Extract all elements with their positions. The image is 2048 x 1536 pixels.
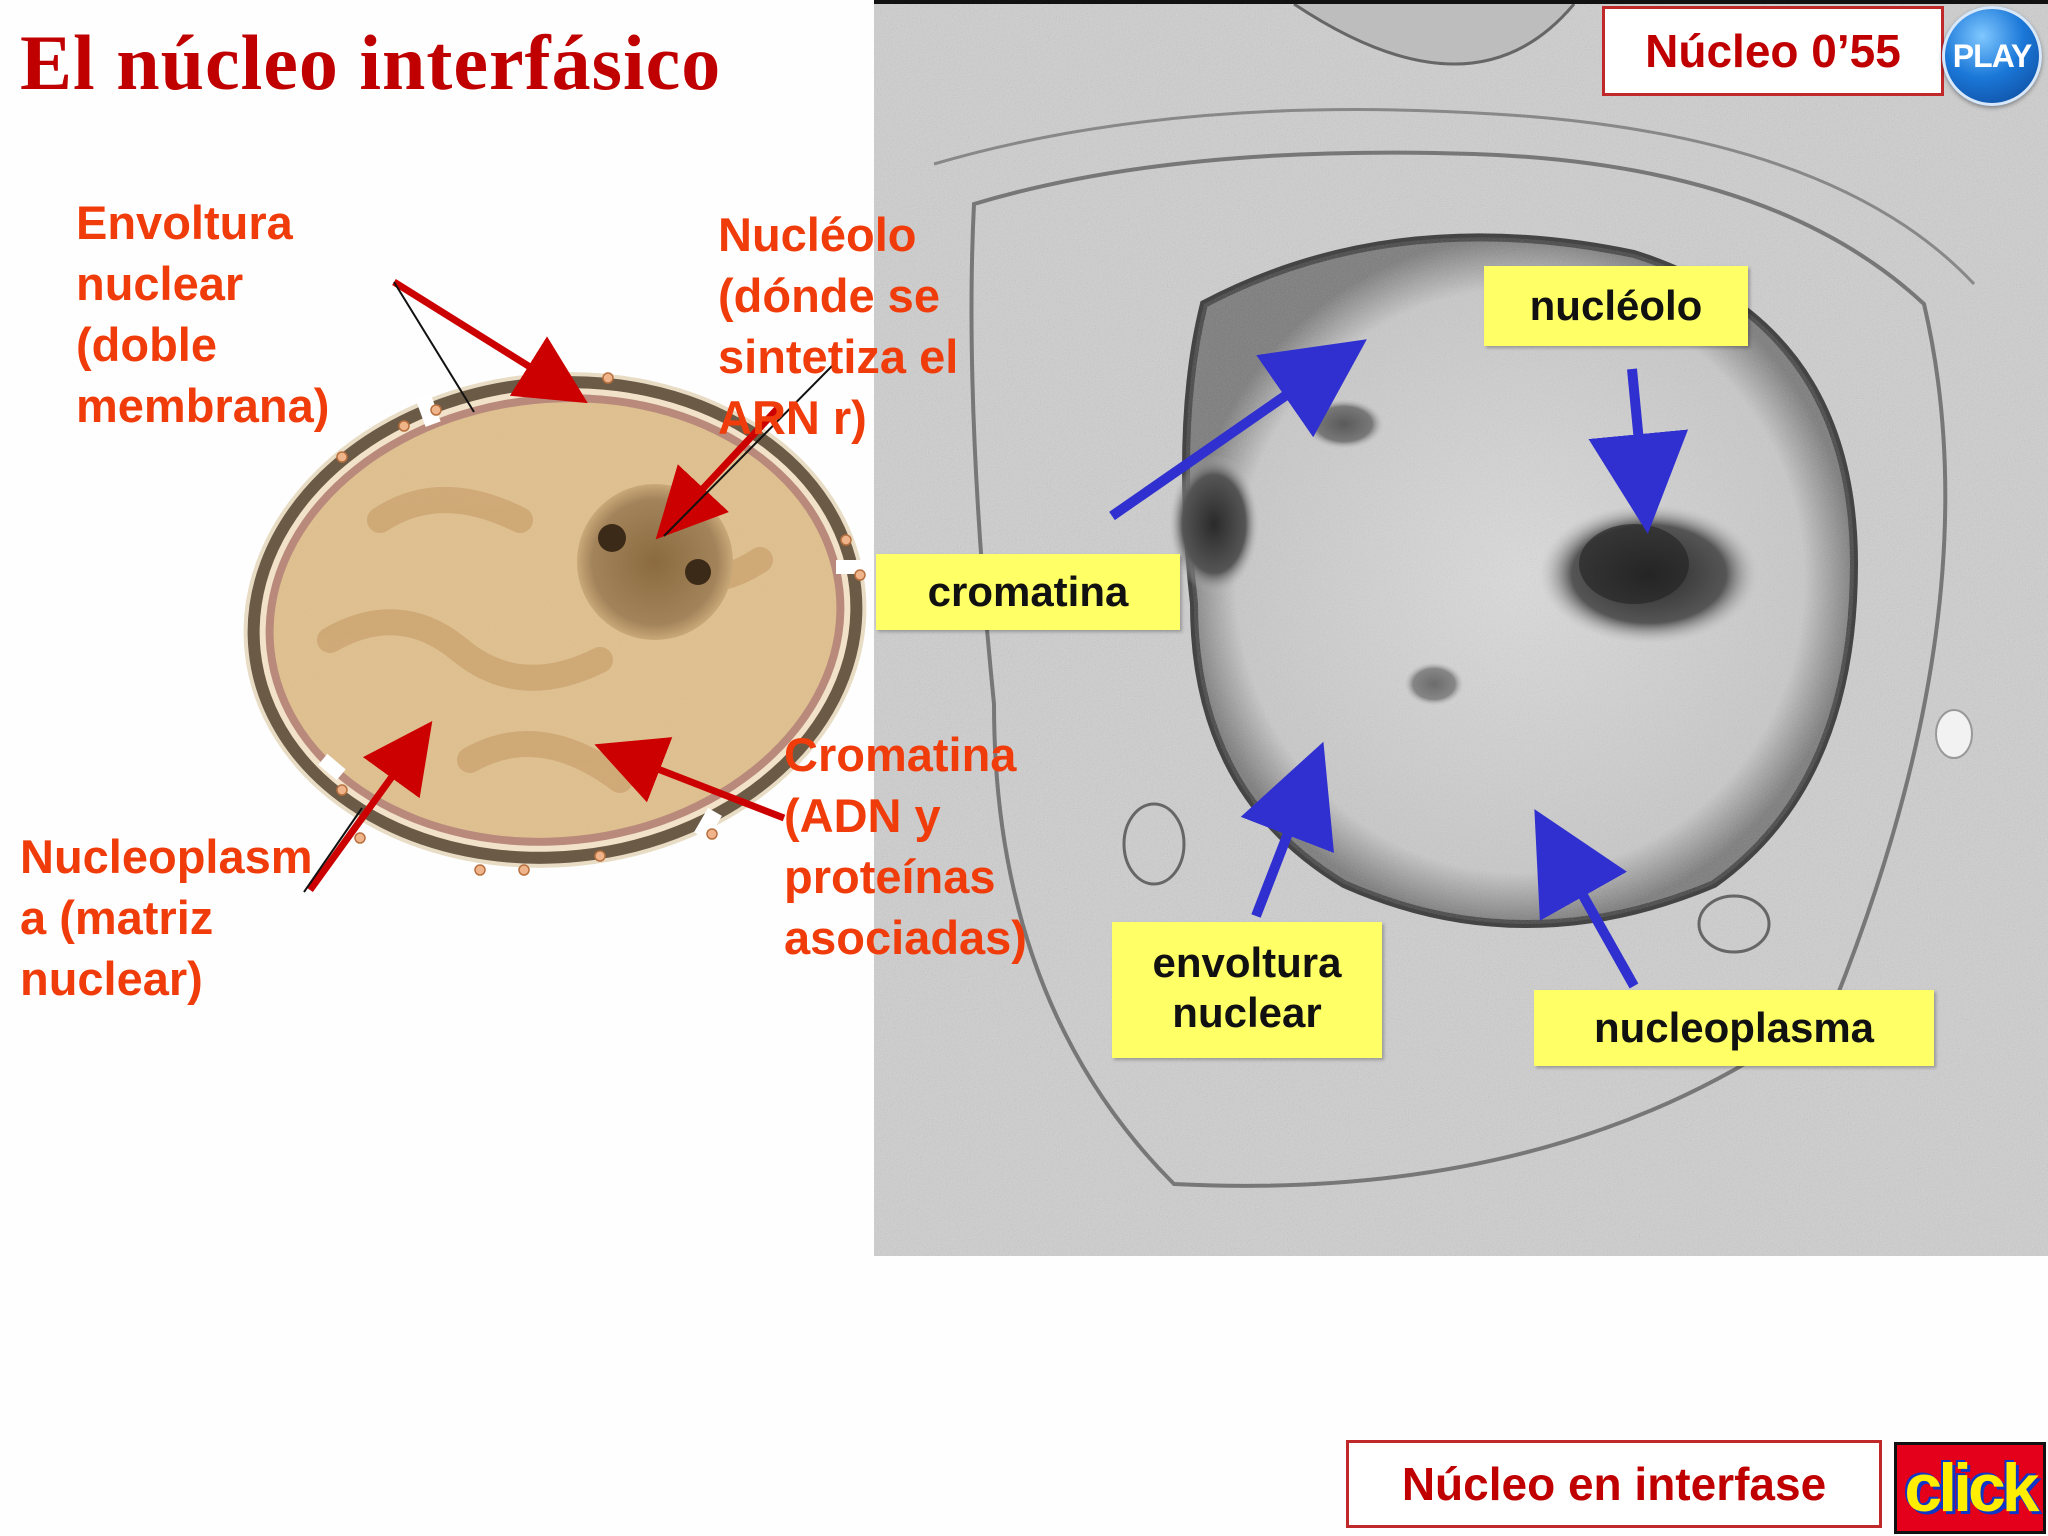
nucleus-diagram: [243, 279, 867, 893]
arrow-to-envelope: [1240, 741, 1334, 918]
label-envoltura-nuclear: Envoltura nuclear (doble membrana): [76, 196, 330, 432]
tag-envoltura-nuclear: envoltura nuclear: [1112, 922, 1382, 1058]
play-button[interactable]: PLAY: [1942, 6, 2042, 106]
arrow-chromatin: [594, 737, 786, 822]
pointer-envelope: [393, 281, 475, 413]
label-nucleolo: Nucléolo (dónde se sintetiza el ARN r): [718, 208, 959, 444]
label-nucleoplasma: Nucleoplasm a (matriz nuclear): [20, 830, 313, 1005]
label-cromatina: Cromatina (ADN y proteínas asociadas): [784, 728, 1027, 964]
blue-arrows: [1109, 339, 1689, 989]
tag-nucleolo: nucléolo: [1484, 266, 1748, 346]
pointer-nucleolus: [663, 365, 833, 537]
nucleo-video-button[interactable]: Núcleo 0’55: [1602, 6, 1944, 96]
electron-micrograph: nucléolo cromatina envoltura nuclear nuc…: [874, 0, 2048, 1256]
click-button[interactable]: click: [1894, 1442, 2046, 1534]
arrow-envelope: [392, 279, 588, 404]
slide-title: El núcleo interfásico: [20, 19, 722, 106]
tag-cromatina: cromatina: [876, 554, 1180, 630]
pointer-nucleoplasm: [303, 807, 363, 893]
arrow-to-nucleolus: [1588, 368, 1689, 534]
tag-nucleoplasma: nucleoplasma: [1534, 990, 1934, 1066]
arrow-nucleolus: [655, 403, 783, 540]
arrow-to-nucleoplasm: [1534, 809, 1639, 989]
arrow-nucleoplasm: [307, 720, 433, 893]
arrow-to-chromatin: [1109, 339, 1367, 521]
nucleolus-diagram: [577, 484, 733, 640]
nucleo-interfase-button[interactable]: Núcleo en interfase: [1346, 1440, 1882, 1528]
